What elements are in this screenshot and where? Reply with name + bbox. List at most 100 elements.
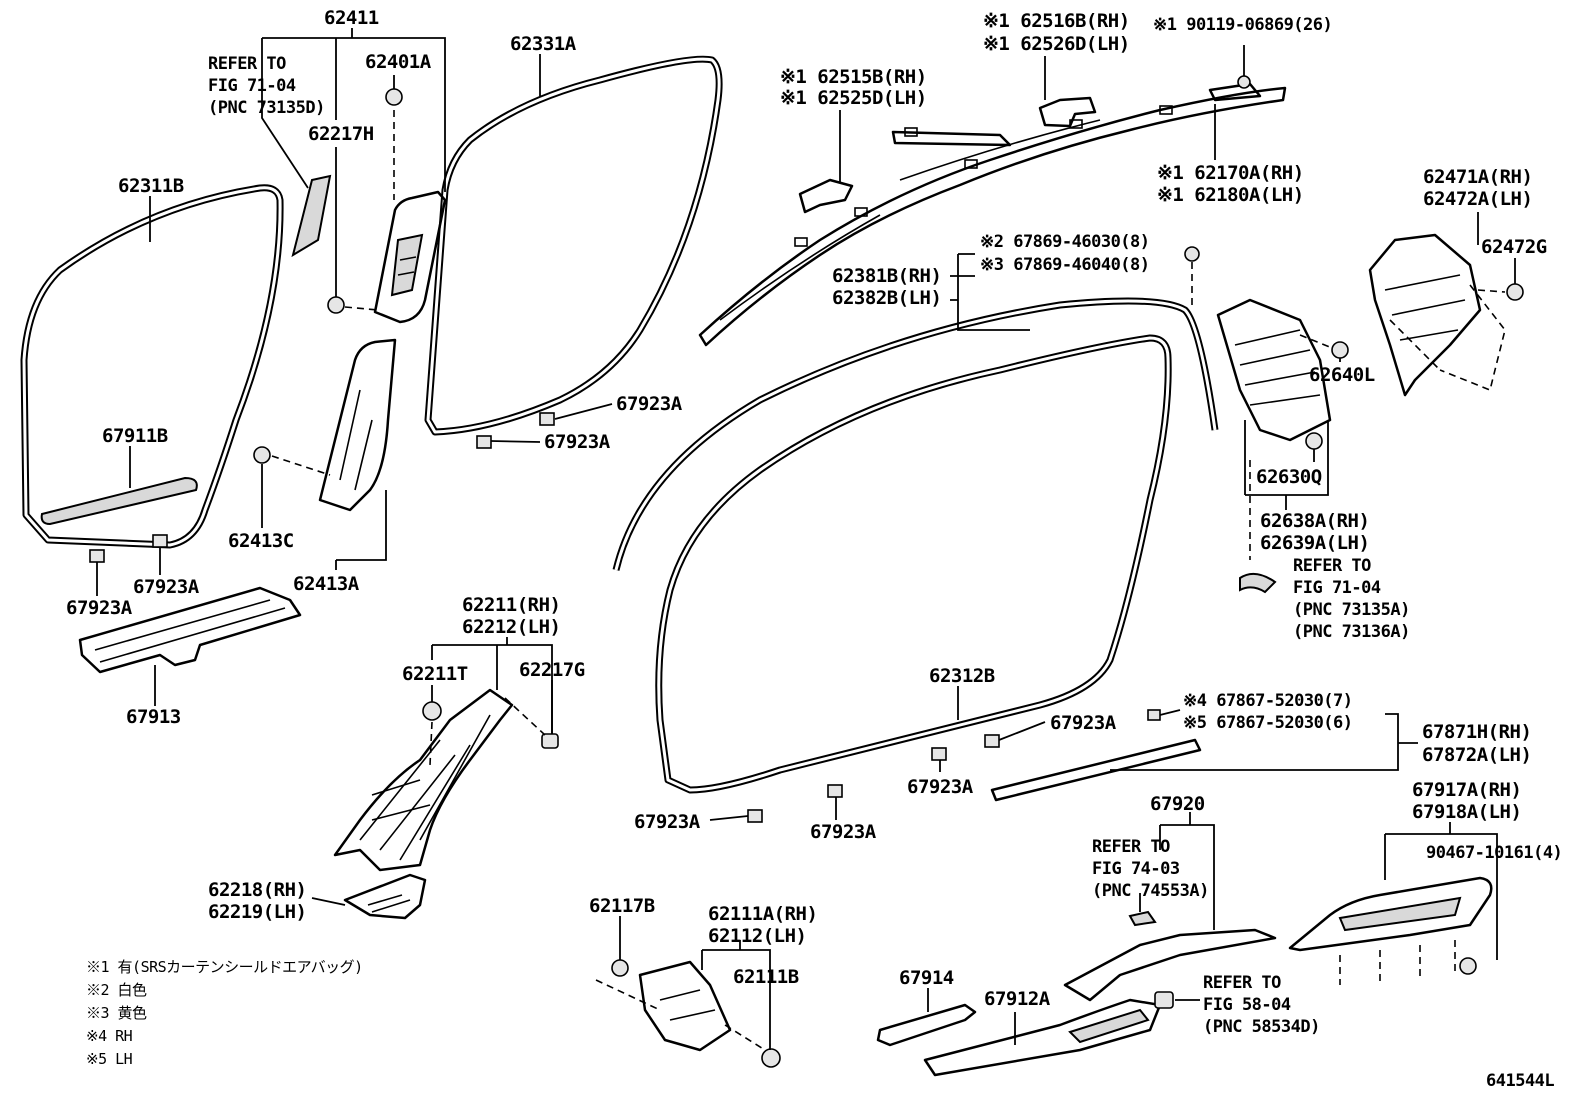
label-62630q: 62630Q (1256, 466, 1322, 488)
legend-item-4: ※4 RH (86, 1027, 133, 1045)
center-pillar-garnish-62211 (333, 688, 514, 872)
label-67912a: 67912A (984, 988, 1051, 1010)
scuff-plate-67913 (78, 586, 302, 674)
label-90467: 90467-10161(4) (1426, 843, 1562, 863)
label-ref-71-04-a3: (PNC 73135D) (208, 98, 325, 118)
label-67920: 67920 (1150, 793, 1205, 815)
moulding-67871h (990, 738, 1202, 802)
label-62217h: 62217H (308, 123, 374, 145)
front-door-seal-62311b (20, 184, 284, 549)
seal-clips (89, 412, 1161, 823)
door-seal-62331a (424, 55, 723, 436)
label-67913: 67913 (126, 706, 181, 728)
label-67911b: 67911B (102, 425, 168, 447)
label-ref-71-04-b3: (PNC 73135A) (1293, 600, 1410, 620)
label-62526d: ※1 62526D(LH) (983, 33, 1130, 55)
clip-62640l (1299, 334, 1349, 359)
label-62639a: 62639A(LH) (1260, 532, 1369, 554)
label-ref-71-04-b2: FIG 71-04 (1293, 578, 1381, 598)
label-62401a: 62401A (365, 51, 432, 73)
label-62525d: ※1 62525D(LH) (780, 87, 927, 109)
clip-62413c (253, 446, 331, 476)
label-ref-74-03-1: REFER TO (1092, 837, 1170, 857)
label-62640l: 62640L (1309, 364, 1375, 386)
pillar-lower-62413a (318, 338, 397, 512)
label-67914: 67914 (899, 967, 954, 989)
label-62471a: 62471A(RH) (1423, 166, 1532, 188)
label-62472a: 62472A(LH) (1423, 188, 1532, 210)
legend: ※1 有(SRSカーテンシールドエアバッグ) ※2 白色 ※3 黄色 ※4 RH… (86, 958, 363, 1068)
handle-73135a (1239, 460, 1277, 594)
label-ref-71-04-b1: REFER TO (1293, 556, 1371, 576)
scuff-plate-67912a (923, 998, 1162, 1077)
curtain-airbag-62170a (698, 82, 1287, 347)
airbag-bracket-62516b (1038, 96, 1097, 128)
label-ref-71-04-a1: REFER TO (208, 54, 286, 74)
label-62218: 62218(RH) (208, 879, 306, 901)
label-90119: ※1 90119-06869(26) (1153, 15, 1332, 35)
a-pillar-garnish-62411 (291, 174, 447, 324)
label-62212: 62212(LH) (462, 616, 560, 638)
legend-item-2: ※2 白色 (86, 981, 147, 999)
scuff-plate-67914 (876, 1003, 977, 1047)
label-67923a-6: 67923A (907, 776, 974, 798)
label-62211: 62211(RH) (462, 594, 560, 616)
label-62211t: 62211T (402, 663, 468, 685)
label-62112: 62112(LH) (708, 925, 806, 947)
clip-62117b (595, 959, 661, 1011)
clip-67869 (1184, 246, 1200, 305)
legend-item-1: ※1 有(SRSカーテンシールドエアバッグ) (86, 958, 363, 976)
label-67867-b: ※5 67867-52030(6) (1183, 713, 1353, 733)
label-67918a: 67918A(LH) (1412, 801, 1521, 823)
label-67917a: 67917A(RH) (1412, 779, 1521, 801)
clip-62630q (1305, 432, 1323, 450)
legend-item-3: ※3 黄色 (86, 1004, 147, 1022)
label-67871h: 67871H(RH) (1422, 721, 1531, 743)
label-62312b: 62312B (929, 665, 995, 687)
label-67923a-1: 67923A (66, 597, 133, 619)
clip-62472g (1477, 283, 1524, 301)
label-ref-71-04-b4: (PNC 73136A) (1293, 622, 1410, 642)
label-62411: 62411 (324, 7, 379, 29)
label-ref-74-03-2: FIG 74-03 (1092, 859, 1180, 879)
scuff-plate-67917a (1288, 876, 1493, 985)
leader-lines (96, 28, 1516, 1050)
legend-item-5: ※5 LH (86, 1050, 133, 1068)
label-62170a: ※1 62170A(RH) (1157, 162, 1304, 184)
clip-90467 (1459, 957, 1477, 975)
figure-code: 641544L (1486, 1071, 1554, 1091)
pillar-garnish-62638a (1216, 298, 1332, 442)
pillar-garnish-62471a (1368, 233, 1506, 397)
label-62331a: 62331A (510, 33, 577, 55)
label-62515b: ※1 62515B(RH) (780, 66, 927, 88)
clip-62217g (504, 697, 559, 749)
label-62382b: 62382B(LH) (832, 287, 941, 309)
label-67923a-2: 67923A (133, 576, 200, 598)
label-62381b: 62381B(RH) (832, 265, 941, 287)
label-67923a-3: 67923A (616, 393, 683, 415)
label-67923a-4: 67923A (544, 431, 611, 453)
label-62219: 62219(LH) (208, 901, 306, 923)
clip-62401a (385, 88, 403, 200)
label-62413a: 62413A (293, 573, 360, 595)
roof-weatherstrip-62381b (612, 297, 1219, 571)
label-ref-58-04-1: REFER TO (1203, 973, 1281, 993)
clip-62111b (724, 1024, 781, 1068)
scuff-plate-67920 (1063, 910, 1277, 1009)
garnish-62218 (343, 873, 427, 920)
scuff-strip-67911b (40, 476, 198, 526)
label-62638a: 62638A(RH) (1260, 510, 1369, 532)
label-62217g: 62217G (519, 659, 585, 681)
label-ref-74-03-3: (PNC 74553A) (1092, 881, 1209, 901)
clip-62211t (422, 701, 442, 766)
airbag-bracket-62515b (798, 178, 854, 214)
label-67923a-7: 67923A (810, 821, 877, 843)
label-ref-58-04-2: FIG 58-04 (1203, 995, 1291, 1015)
door-seal-62312b (655, 334, 1172, 794)
label-ref-71-04-a2: FIG 71-04 (208, 76, 296, 96)
label-62111a: 62111A(RH) (708, 903, 817, 925)
cowl-side-trim-62111a (638, 960, 732, 1052)
label-62117b: 62117B (589, 895, 655, 917)
label-67923a-5: 67923A (1050, 712, 1117, 734)
